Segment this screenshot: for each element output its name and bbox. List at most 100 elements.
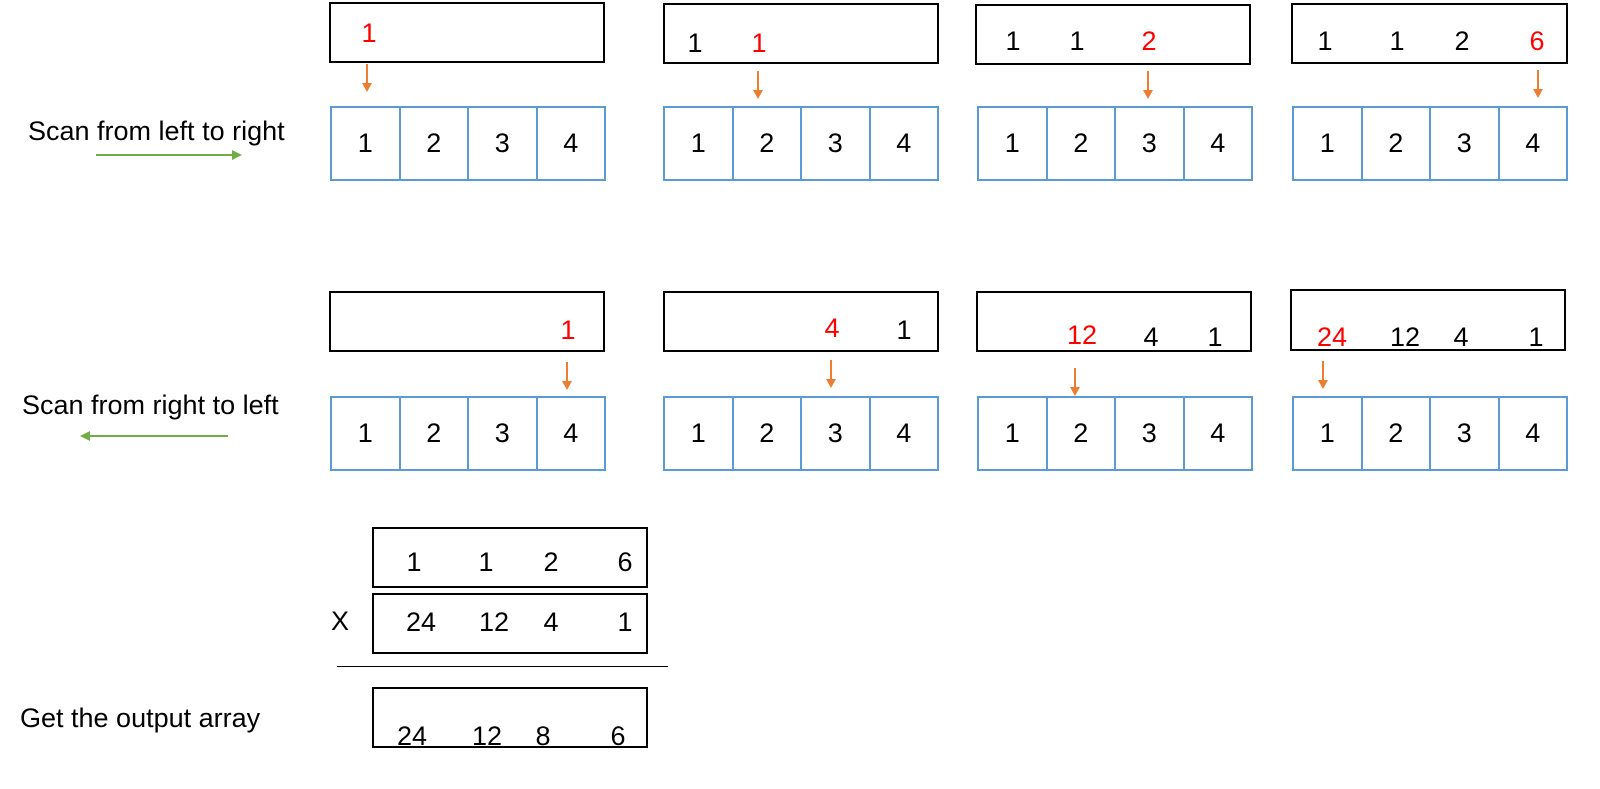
left-product-box-step-4: 1 1 2 6 [1291, 3, 1568, 64]
left-product-box-step-1: 1 [329, 2, 605, 63]
left-products-box: 1 1 2 6 [372, 527, 648, 588]
array-cell: 1 [332, 398, 401, 469]
left-product-box-step-3: 1 1 2 [975, 4, 1251, 65]
array-cell: 4 [896, 128, 912, 158]
array-cell: 3 [1116, 108, 1185, 179]
right-product-value: 4 [1453, 322, 1469, 352]
output-array-box: 24 12 8 6 [372, 687, 648, 751]
array-cell: 2 [1048, 398, 1116, 469]
input-array-step-3: 1 2 3 4 [977, 106, 1253, 181]
array-cell: 2 [1363, 398, 1431, 469]
array-cell: 3 [469, 108, 538, 179]
input-array-step-1: 1 2 3 4 [330, 106, 606, 181]
right-direction-arrow-line [96, 154, 232, 156]
output-value: 6 [610, 721, 626, 751]
right-product-box-step-4: 24 12 4 1 [1290, 289, 1566, 351]
scan-right-to-left-label: Scan from right to left [22, 390, 279, 420]
left-product-value: 1 [1389, 26, 1405, 56]
input-array-step-4: 1 2 3 4 [1292, 106, 1568, 181]
right-product-value: 12 [1389, 322, 1421, 352]
array-cell: 2 [1363, 108, 1431, 179]
pointer-arrow-icon [826, 360, 836, 388]
pointer-arrow-icon [1533, 70, 1543, 98]
right-product-value: 1 [896, 315, 912, 345]
right-product-new-value: 12 [1066, 320, 1098, 350]
array-cell: 1 [979, 108, 1048, 179]
output-value: 8 [535, 721, 551, 751]
left-products-value: 6 [617, 547, 633, 577]
input-array-step-8: 1 2 3 4 [1292, 396, 1568, 471]
array-cell: 4 [896, 418, 912, 448]
pointer-arrow-icon [1143, 71, 1153, 99]
left-product-value: 1 [687, 28, 703, 58]
array-cell: 3 [1431, 108, 1500, 179]
left-product-box-step-2: 1 1 [663, 3, 939, 64]
left-direction-arrow-line [90, 435, 228, 437]
left-product-value: 1 [1069, 26, 1085, 56]
array-cell: 3 [802, 108, 871, 179]
right-product-new-value: 24 [1316, 322, 1348, 352]
array-cell: 3 [802, 398, 871, 469]
right-product-box-step-1: 1 [329, 291, 605, 352]
array-cell: 4 [1210, 128, 1226, 158]
left-product-new-value: 1 [751, 28, 767, 58]
array-cell: 2 [734, 108, 802, 179]
array-cell: 4 [563, 418, 579, 448]
get-output-label: Get the output array [20, 703, 261, 733]
pointer-arrow-icon [562, 362, 572, 390]
multiply-symbol: X [331, 606, 350, 636]
array-cell: 2 [401, 108, 469, 179]
left-products-value: 1 [406, 547, 422, 577]
array-cell: 3 [469, 398, 538, 469]
right-product-value: 1 [1528, 322, 1544, 352]
right-products-box: 24 12 4 1 [372, 593, 648, 654]
array-cell: 4 [1210, 418, 1226, 448]
left-products-value: 1 [478, 547, 494, 577]
input-array-step-2: 1 2 3 4 [663, 106, 939, 181]
left-product-new-value: 2 [1141, 26, 1157, 56]
right-products-value: 12 [478, 607, 510, 637]
right-product-value: 1 [1207, 322, 1223, 352]
array-cell: 2 [1048, 108, 1116, 179]
left-products-value: 2 [543, 547, 559, 577]
right-product-new-value: 1 [560, 315, 576, 345]
pointer-arrow-icon [1070, 368, 1080, 396]
output-value: 12 [471, 721, 503, 751]
right-product-box-step-3: 12 4 1 [976, 291, 1252, 352]
right-product-value: 4 [1143, 322, 1159, 352]
scan-left-to-right-label: Scan from left to right [28, 116, 285, 146]
input-array-step-6: 1 2 3 4 [663, 396, 939, 471]
array-cell: 4 [1525, 128, 1541, 158]
output-value: 24 [396, 721, 428, 751]
array-cell: 1 [332, 108, 401, 179]
right-products-value: 4 [543, 607, 559, 637]
array-cell: 3 [1116, 398, 1185, 469]
array-cell: 4 [563, 128, 579, 158]
sum-divider-line [337, 666, 668, 667]
array-cell: 1 [1294, 108, 1363, 179]
array-cell: 2 [734, 398, 802, 469]
array-cell: 1 [665, 108, 734, 179]
input-array-step-5: 1 2 3 4 [330, 396, 606, 471]
left-product-value: 1 [1317, 26, 1333, 56]
array-cell: 3 [1431, 398, 1500, 469]
array-cell: 1 [665, 398, 734, 469]
right-product-new-value: 4 [824, 313, 840, 343]
array-cell: 1 [979, 398, 1048, 469]
left-product-value: 2 [1454, 26, 1470, 56]
right-products-value: 24 [405, 607, 437, 637]
left-product-value: 1 [1005, 26, 1021, 56]
pointer-arrow-icon [362, 64, 372, 92]
array-cell: 1 [1294, 398, 1363, 469]
left-arrow-icon [80, 431, 90, 441]
pointer-arrow-icon [753, 71, 763, 99]
left-product-new-value: 1 [361, 18, 377, 48]
array-cell: 4 [1525, 418, 1541, 448]
right-arrow-icon [232, 150, 242, 160]
right-product-box-step-2: 4 1 [663, 291, 939, 352]
array-cell: 2 [401, 398, 469, 469]
pointer-arrow-icon [1318, 361, 1328, 389]
right-products-value: 1 [617, 607, 633, 637]
input-array-step-7: 1 2 3 4 [977, 396, 1253, 471]
left-product-new-value: 6 [1529, 26, 1545, 56]
